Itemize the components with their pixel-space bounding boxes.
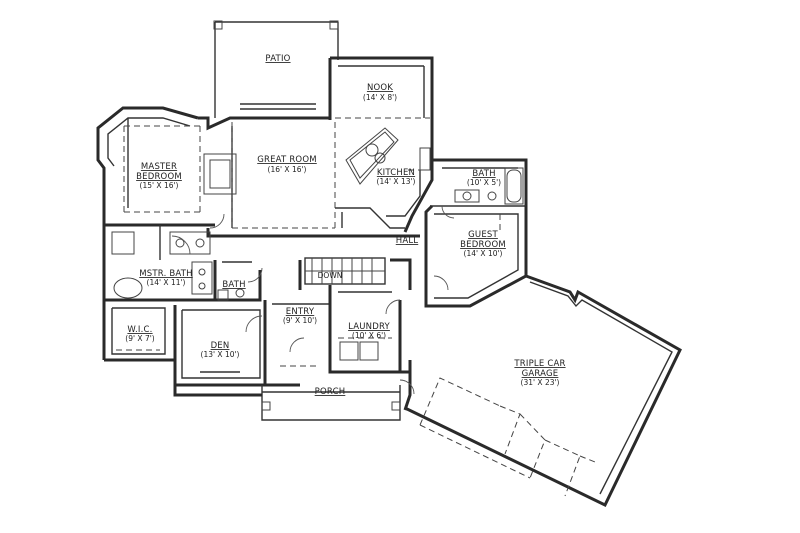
label-den: DEN <box>211 341 230 351</box>
size-den: (13' X 10') <box>201 350 240 359</box>
bath-center <box>213 260 262 302</box>
size-entry: (9' X 10') <box>283 316 317 325</box>
great-room <box>198 116 420 238</box>
master-bedroom <box>96 106 215 360</box>
label-great-room: GREAT ROOM <box>257 155 317 165</box>
laundry-room <box>328 285 402 374</box>
size-guest: (14' X 10') <box>464 249 503 258</box>
door-swings <box>171 205 455 395</box>
label-nook: NOOK <box>367 83 393 93</box>
label-bath-top: BATH <box>472 169 495 179</box>
label-master-1: MASTER <box>141 162 177 172</box>
exterior-walls <box>173 370 410 397</box>
label-hall: HALL <box>396 236 419 246</box>
staircase <box>304 257 412 290</box>
label-garage-1: TRIPLE CAR <box>513 359 565 369</box>
size-laundry: (10' X 6') <box>352 331 386 340</box>
size-garage: (31' X 23') <box>521 378 560 387</box>
label-porch: PORCH <box>315 387 346 397</box>
label-stairs: DOWN <box>318 271 343 280</box>
label-patio: PATIO <box>265 54 290 64</box>
porch-area <box>261 385 401 421</box>
size-kitchen: (14' X 13') <box>377 177 416 186</box>
label-bath-center: BATH <box>222 280 245 290</box>
label-garage-2: GARAGE <box>522 369 559 379</box>
size-great-room: (16' X 16') <box>268 165 307 174</box>
master-bath <box>104 225 215 302</box>
label-laundry: LAUNDRY <box>348 322 390 332</box>
bath-top-right <box>430 158 528 210</box>
label-wic: W.I.C. <box>127 325 152 335</box>
patio-area <box>213 20 339 118</box>
label-guest-2: BEDROOM <box>460 240 506 250</box>
label-master-2: BEDROOM <box>136 172 182 182</box>
label-kitchen: KITCHEN <box>377 168 415 178</box>
kitchen-room <box>335 120 434 233</box>
label-master-bath: MSTR. BATH <box>139 269 193 279</box>
size-wic: (9' X 7') <box>125 334 154 343</box>
guest-bedroom <box>424 204 528 308</box>
triple-car-garage <box>403 274 682 508</box>
label-entry: ENTRY <box>286 307 315 317</box>
walk-in-closet <box>104 307 175 362</box>
label-guest-1: GUEST <box>468 230 498 240</box>
size-master: (15' X 16') <box>140 181 179 190</box>
size-nook: (14' X 8') <box>363 93 397 102</box>
size-bath-top: (10' X 5') <box>467 178 501 187</box>
nook-room <box>328 56 434 120</box>
size-master-bath: (14' X 11') <box>147 278 186 287</box>
